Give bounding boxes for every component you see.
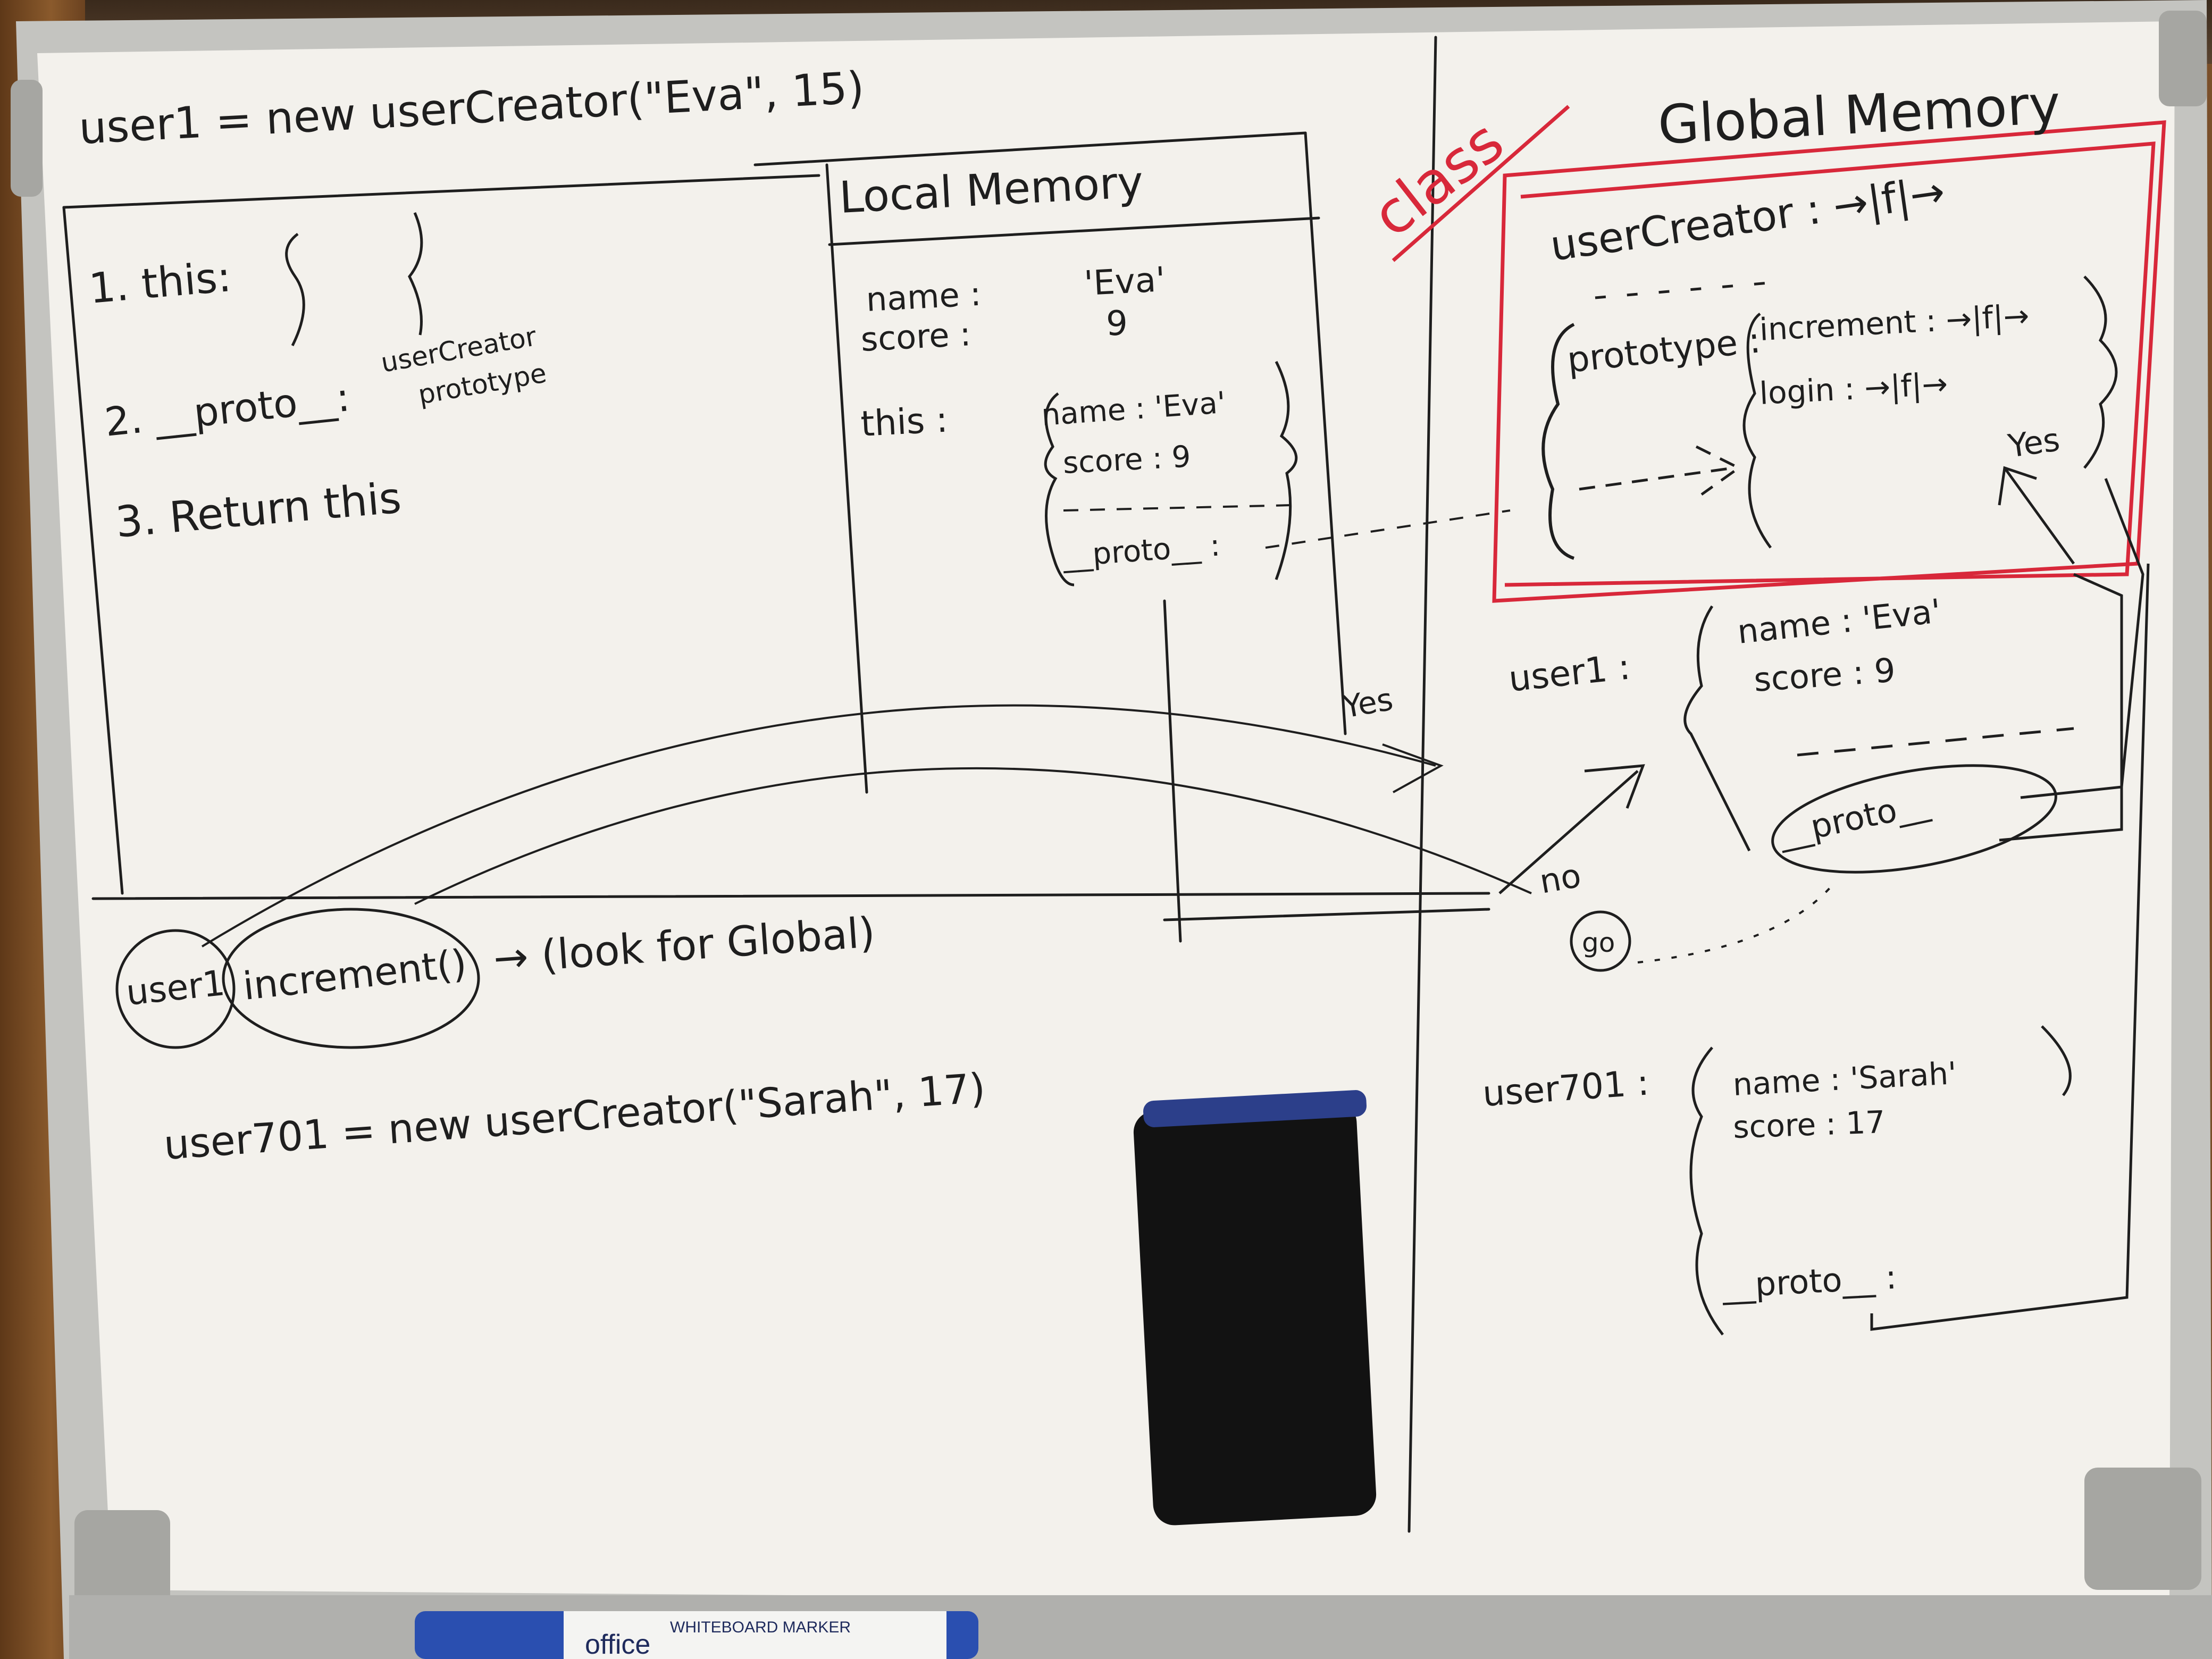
- user1-dashes: [1797, 727, 2074, 757]
- go-dotted-link: [1637, 882, 1836, 963]
- yes-label-top: Yes: [2005, 421, 2062, 465]
- local-memory-base: [1163, 908, 1490, 921]
- user701-proto: __proto__ :: [1721, 1258, 1898, 1305]
- frame-corner-top-right: [2159, 11, 2207, 106]
- user1-call-circle: [115, 929, 236, 1049]
- board-surface: [37, 21, 2175, 1606]
- left-box-left-line: [62, 206, 124, 895]
- marker-title: WHITEBOARD MARKER: [670, 1619, 851, 1636]
- go-label: go: [1582, 927, 1615, 958]
- local-memory-left-line: [825, 163, 868, 794]
- local-memory-top-line: [753, 131, 1307, 166]
- local-this-label: this :: [860, 399, 949, 445]
- yes-arrow-top: [1998, 466, 2075, 565]
- frame-corner-top-left: [11, 80, 43, 197]
- user701-brace: [1689, 1046, 1724, 1336]
- no-arrow: [1498, 764, 1645, 894]
- local-score-label: score :: [860, 314, 972, 359]
- curve-increment-to-global: [414, 767, 1532, 905]
- left-box-bottom-line: [91, 892, 1490, 900]
- left-box-top-line: [62, 174, 820, 209]
- local-memory-stem: [1163, 599, 1182, 943]
- prototype-brace-close: [2083, 275, 2118, 469]
- step-1-brace-close: [408, 212, 423, 336]
- marker-label-panel: [564, 1611, 946, 1659]
- no-label: no: [1537, 856, 1584, 901]
- class-label-slash: [1392, 105, 1570, 262]
- eraser[interactable]: [1133, 1090, 1377, 1526]
- local-memory-right-line: [1304, 131, 1347, 735]
- marker-tray: [69, 1595, 2212, 1659]
- arrowhead-yes-mid: [1382, 743, 1444, 793]
- local-this-dashes: [1063, 504, 1293, 512]
- eraser-rim: [1143, 1090, 1367, 1127]
- increment-call-circle: [222, 908, 480, 1049]
- user1-proto-link-to-class: [1999, 478, 2144, 842]
- user701-proto-link: [1870, 563, 2150, 1331]
- prototype-inner-arrow: [1579, 445, 1741, 496]
- curve-user1-to-global: [201, 704, 1436, 948]
- eraser-body: [1133, 1101, 1377, 1526]
- go-circle: [1570, 910, 1631, 972]
- class-box-inner: [1504, 141, 2156, 587]
- local-score-value: 9: [1106, 304, 1128, 343]
- user701-score: score : 17: [1732, 1104, 1886, 1145]
- local-name-label: name :: [865, 274, 982, 319]
- local-this-score: score : 9: [1062, 439, 1192, 481]
- prototype-brace-inner: [1742, 313, 1772, 549]
- marker-brand: office: [585, 1629, 650, 1659]
- local-name-value: 'Eva': [1083, 260, 1166, 304]
- local-this-brace-close: [1275, 361, 1298, 580]
- user1-brace: [1683, 605, 1751, 852]
- user701-brace-close: [2041, 1025, 2072, 1096]
- local-this-brace-open: [1044, 392, 1075, 586]
- whiteboard-marker[interactable]: office WHITEBOARD MARKER: [415, 1611, 978, 1659]
- frame-corner-bottom-left: [74, 1510, 170, 1611]
- frame-corner-bottom-right: [2084, 1468, 2201, 1590]
- divider-vertical-main: [1407, 36, 1437, 1533]
- step-1-brace-open: [285, 233, 305, 347]
- prototype-brace-outer: [1541, 323, 1575, 560]
- local-memory-title-underline: [828, 216, 1320, 246]
- yes-label-mid: Yes: [1340, 681, 1396, 725]
